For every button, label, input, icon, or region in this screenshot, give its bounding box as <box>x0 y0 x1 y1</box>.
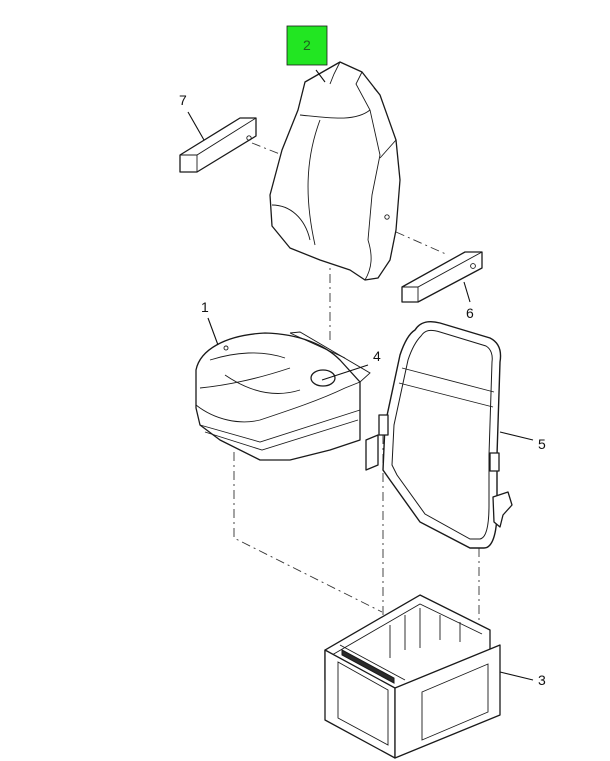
callout-7: 7 <box>179 92 187 108</box>
callout-3: 3 <box>538 672 546 688</box>
callout-1: 1 <box>201 299 209 315</box>
callout-leaders <box>187 69 534 681</box>
seat-cushion[interactable] <box>195 331 371 461</box>
armrest-right[interactable] <box>401 251 483 303</box>
callout-5: 5 <box>538 436 546 452</box>
callout-2-highlight[interactable] <box>286 25 328 66</box>
seat-frame[interactable] <box>365 321 513 549</box>
callout-4: 4 <box>373 348 381 364</box>
armrest-left[interactable] <box>179 117 257 173</box>
seat-base[interactable] <box>324 594 501 759</box>
seat-back[interactable] <box>269 61 401 281</box>
callout-labels: 7 2 1 4 6 5 3 <box>179 25 546 688</box>
callout-2: 2 <box>303 37 311 53</box>
callout-6: 6 <box>466 305 474 321</box>
